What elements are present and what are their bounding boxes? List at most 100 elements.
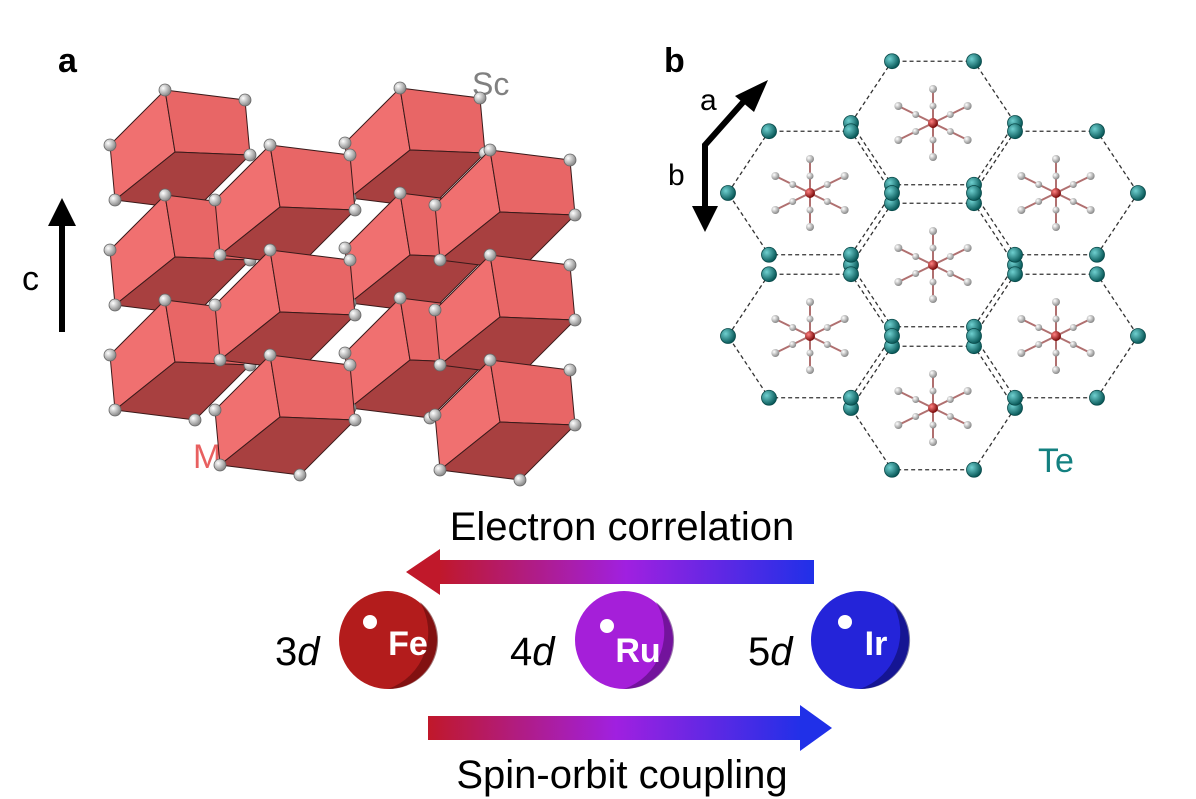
sc-atom: [1035, 341, 1043, 348]
m-coordination-star: [894, 227, 972, 303]
sc-atom: [806, 223, 814, 231]
sc-atom: [1086, 206, 1095, 214]
element-ru: 4d Ru: [510, 591, 675, 690]
sc-atom: [568, 208, 582, 222]
sc-atom: [213, 353, 227, 367]
panel-b: b a b Te: [664, 42, 1146, 480]
sc-atom: [213, 458, 227, 472]
te-atom: [884, 185, 900, 201]
m-coordination-star: [894, 85, 972, 161]
te-atom: [720, 328, 736, 344]
te-atom: [966, 461, 982, 478]
sc-atom: [823, 324, 831, 331]
sc-atom: [1052, 172, 1060, 180]
ir-symbol: Ir: [865, 625, 888, 663]
polyhedron-face: [489, 359, 576, 426]
te-atom: [843, 389, 859, 406]
polyhedron-face: [269, 249, 356, 316]
sc-atom: [243, 148, 257, 162]
polyhedron-face: [269, 144, 356, 211]
sc-atom: [771, 172, 780, 180]
c-axis-arrow: [48, 198, 76, 332]
sc-atom: [894, 136, 903, 144]
te-atom: [1130, 328, 1146, 344]
sc-atom: [1069, 324, 1077, 331]
te-atom: [1007, 266, 1023, 283]
sc-atom: [840, 172, 849, 180]
sc-atom: [433, 253, 447, 267]
te-atom: [1007, 123, 1023, 140]
sc-atom: [108, 403, 122, 417]
sc-atom: [1069, 198, 1077, 205]
panel-b-label: b: [664, 42, 685, 80]
sc-atom: [213, 248, 227, 262]
sc-atom: [348, 308, 362, 322]
sc-atom: [1035, 324, 1043, 331]
te-atom: [720, 185, 736, 201]
te-atom: [761, 246, 777, 263]
sc-atom: [393, 186, 407, 200]
sc-atom: [1086, 315, 1095, 323]
m-atom: [1051, 188, 1061, 198]
sc-atom: [929, 85, 937, 93]
sc-atom: [103, 138, 117, 152]
sc-atom: [806, 206, 814, 214]
m-coordination-star: [1017, 298, 1095, 374]
te-atom: [1130, 185, 1146, 201]
sc-atom: [158, 293, 172, 307]
sc-atom: [433, 463, 447, 477]
sc-atom: [912, 396, 920, 403]
polyhedra-chains: [103, 81, 582, 487]
panel-a-label: a: [58, 42, 78, 80]
sc-atom: [771, 206, 780, 214]
sc-atom: [946, 253, 954, 260]
trend-panel: Electron correlation Spin-orbit coupling…: [275, 505, 911, 797]
sc-atom: [343, 148, 357, 162]
sc-atom: [338, 241, 352, 255]
sc-atom: [338, 346, 352, 360]
element-ir: 5d Ir: [748, 591, 911, 690]
sc-atom: [343, 358, 357, 372]
sc-atom: [929, 227, 937, 235]
te-atom: [1089, 389, 1105, 406]
ru-symbol: Ru: [615, 632, 660, 670]
sc-atom: [929, 438, 937, 446]
hexagonal-lattice: [720, 53, 1146, 478]
sc-atom: [433, 358, 447, 372]
sc-atom: [1052, 315, 1060, 323]
sc-atom: [806, 315, 814, 323]
polyhedron-face: [164, 89, 251, 156]
m-coordination-star: [894, 370, 972, 446]
orbital-5d-label: 5d: [748, 630, 794, 674]
sc-atom: [894, 244, 903, 252]
sc-atom: [263, 138, 277, 152]
sc-atom: [912, 111, 920, 118]
sc-atom: [963, 387, 972, 395]
sc-atom: [823, 198, 831, 205]
panel-a: a Sc M c: [22, 42, 582, 487]
m-atom: [928, 403, 938, 413]
polyhedron-face: [489, 254, 576, 321]
sc-atom: [806, 155, 814, 163]
m-atom: [1051, 331, 1061, 341]
te-atom: [1007, 246, 1023, 263]
sc-atom: [563, 153, 577, 167]
sc-atom: [483, 248, 497, 262]
sc-atom: [963, 244, 972, 252]
sc-atom: [393, 291, 407, 305]
sc-atom: [929, 370, 937, 378]
sc-atom: [963, 278, 972, 286]
sc-atom: [1086, 172, 1095, 180]
element-fe: 3d Fe: [275, 591, 439, 690]
sc-atom: [103, 348, 117, 362]
sc-atom: [428, 408, 442, 422]
sc-atom: [473, 91, 487, 105]
m-coordination-star: [771, 298, 849, 374]
sc-atom: [208, 298, 222, 312]
sc-atom: [158, 83, 172, 97]
sc-atom: [823, 341, 831, 348]
sc-atom: [348, 413, 362, 427]
sc-atom: [208, 403, 222, 417]
te-atom: [843, 266, 859, 283]
